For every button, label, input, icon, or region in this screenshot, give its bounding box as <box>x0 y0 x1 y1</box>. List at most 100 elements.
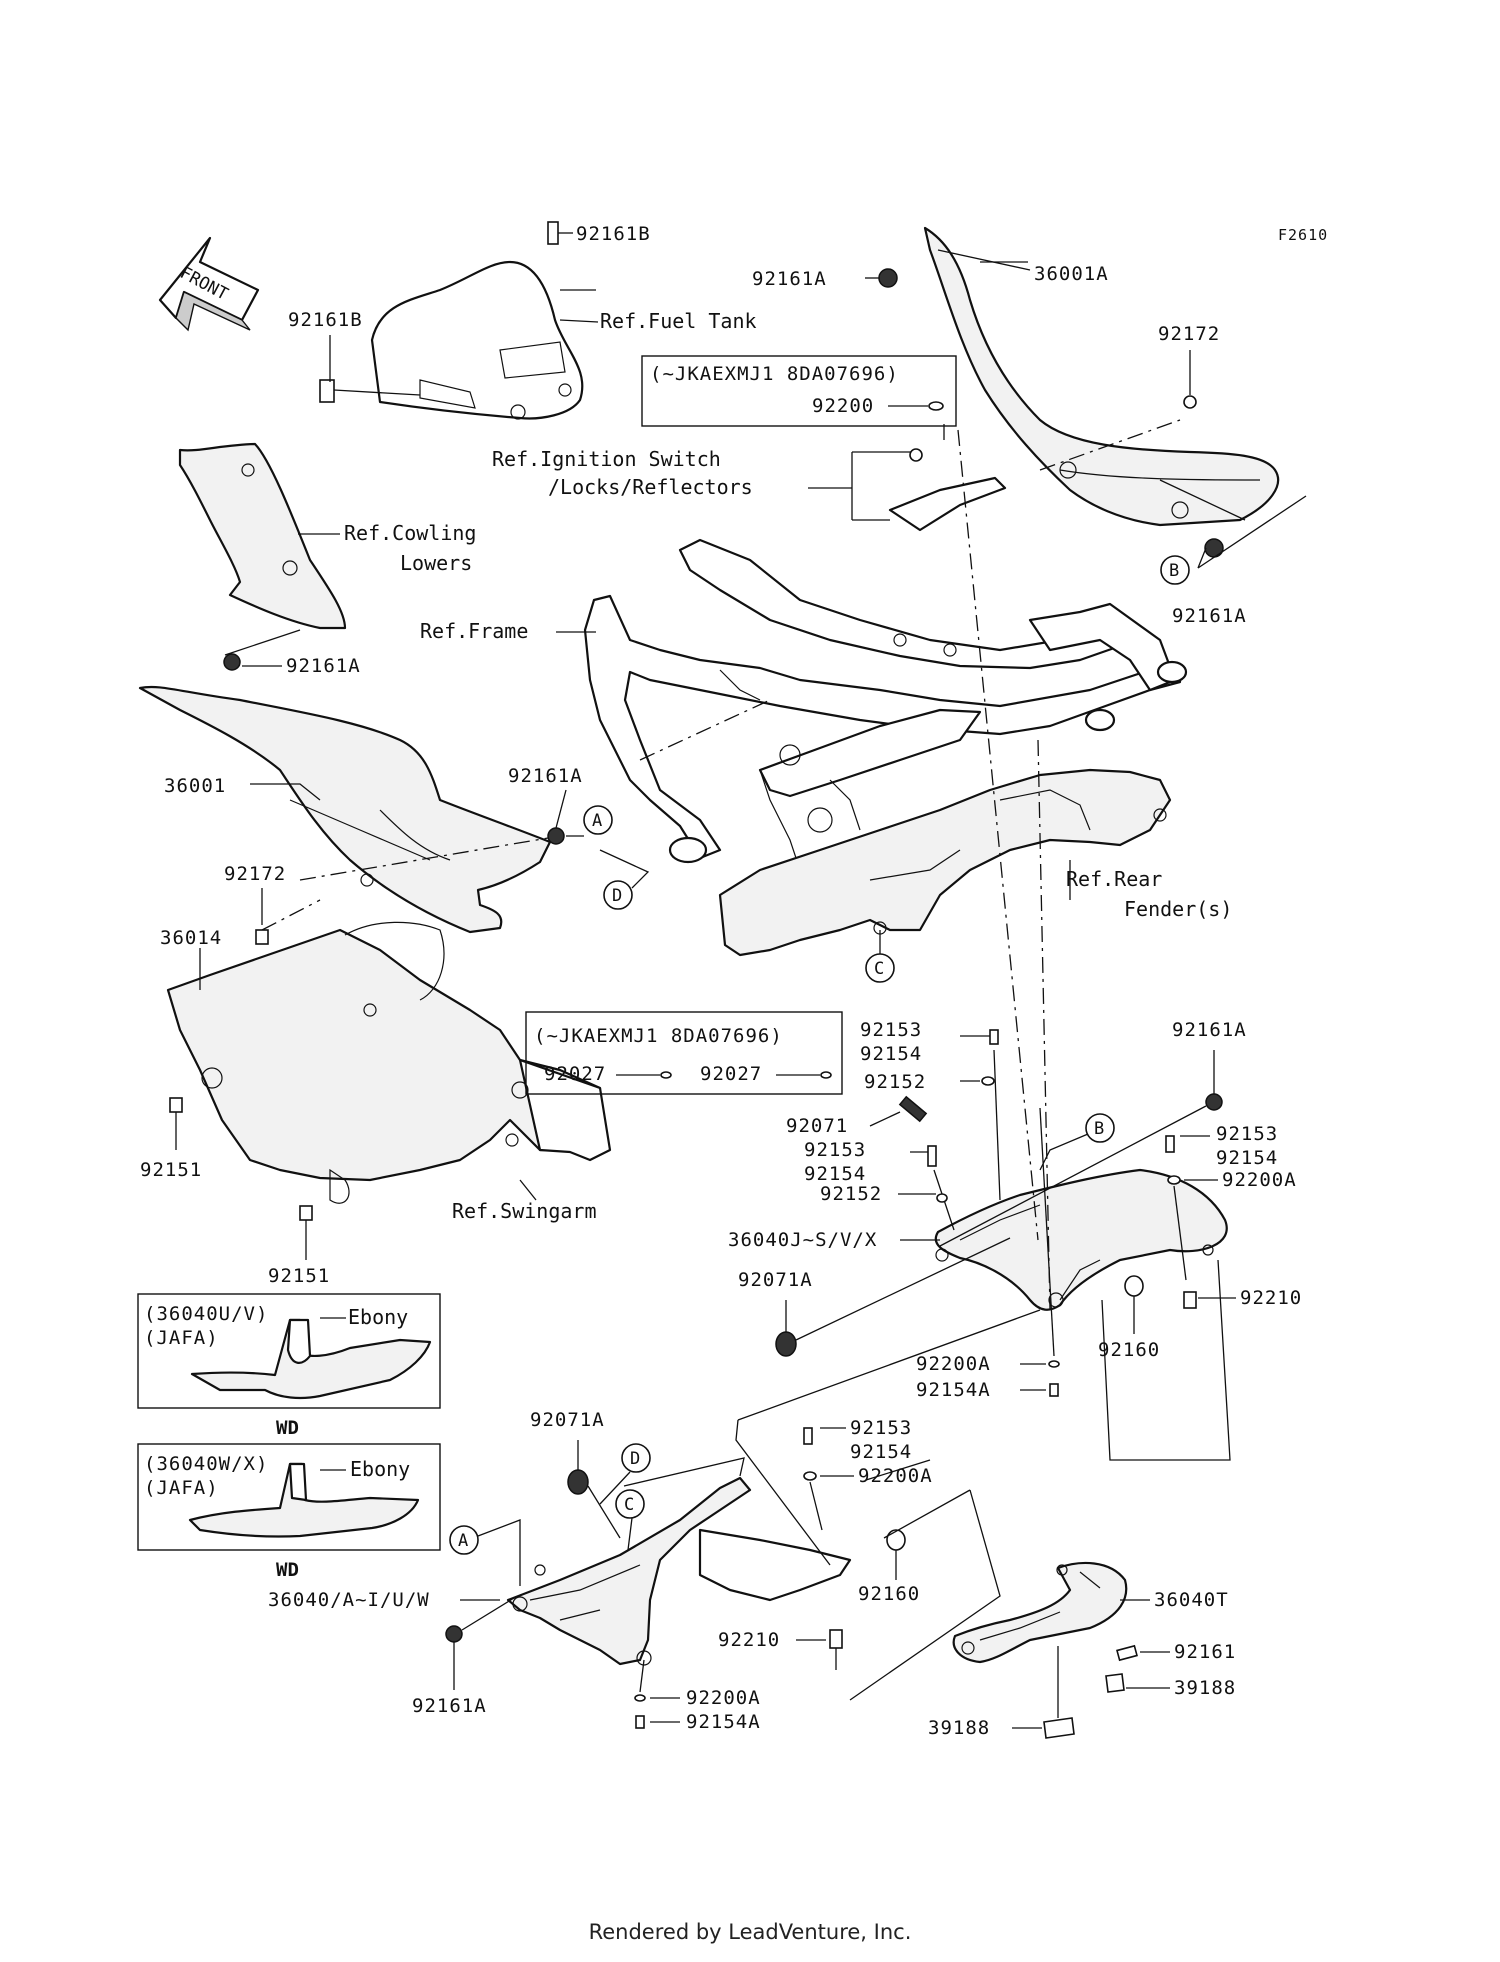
variant-1-cover <box>190 1318 432 1400</box>
part-36001A <box>923 226 1280 527</box>
label-92152-a: 92152 <box>864 1071 926 1093</box>
label-92071A-right: 92071A <box>738 1269 813 1291</box>
label-92161A-right: 92161A <box>1172 605 1247 627</box>
label-92153-c: 92153 <box>1216 1123 1278 1145</box>
label-92200A-lower: 92200A <box>858 1465 933 1487</box>
label-92160-lower: 92160 <box>858 1583 920 1605</box>
variant-box-2 <box>137 1443 441 1551</box>
callout-B-top: B <box>1169 561 1179 581</box>
variant-box-1 <box>137 1293 441 1409</box>
grommet-92071A-left <box>567 1469 589 1495</box>
label-92161A-far-right: 92161A <box>1172 1019 1247 1041</box>
grommet-92161A-top <box>878 268 898 288</box>
grommet-92161A-bottom <box>445 1625 463 1643</box>
serial-box-2-serial: (~JKAEXMJ1 8DA07696) <box>534 1025 783 1047</box>
label-36040-A-I-U-W: 36040/A~I/U/W <box>268 1589 430 1611</box>
callout-B-bottom: B <box>1094 1119 1104 1139</box>
callout-D-bottom: D <box>630 1449 640 1469</box>
serial-box-1-part: 92200 <box>812 395 874 417</box>
label-92154A-bottom: 92154A <box>686 1711 761 1733</box>
ignition-bracket-ref <box>888 448 1007 532</box>
callout-D-top: D <box>612 886 622 906</box>
footer-credit: Rendered by LeadVenture, Inc. <box>588 1920 912 1944</box>
label-36001A: 36001A <box>1034 263 1109 285</box>
label-92172-top: 92172 <box>1158 323 1220 345</box>
ref-cowling-line1: Ref.Cowling <box>344 521 476 545</box>
label-92071: 92071 <box>786 1115 848 1137</box>
label-92200A-right: 92200A <box>1222 1169 1297 1191</box>
serial-box-1-serial: (~JKAEXMJ1 8DA07696) <box>650 363 899 385</box>
part-36040J-S-V-X <box>934 1168 1228 1311</box>
label-36040J-S-V-X: 36040J~S/V/X <box>728 1229 877 1251</box>
label-92172-left: 92172 <box>224 863 286 885</box>
part-36040T <box>952 1562 1128 1664</box>
callout-C-top: C <box>874 959 884 979</box>
label-92151-left: 92151 <box>140 1159 202 1181</box>
label-92161A-bottom: 92161A <box>412 1695 487 1717</box>
ref-cowling-line2: Lowers <box>400 551 472 575</box>
label-92161: 92161 <box>1174 1641 1236 1663</box>
label-92161A-left: 92161A <box>286 655 361 677</box>
label-92161A-top: 92161A <box>752 268 827 290</box>
bolt-92071 <box>898 1095 928 1123</box>
label-92154-d: 92154 <box>850 1441 912 1463</box>
label-36040T: 36040T <box>1154 1589 1229 1611</box>
variant-2-cover <box>188 1462 420 1538</box>
part-36001 <box>138 685 552 934</box>
front-arrow-icon: FRONT <box>158 236 260 332</box>
grommet-92161A-left <box>223 653 241 671</box>
label-92154A-mid: 92154A <box>916 1379 991 1401</box>
ref-ignition-line2: /Locks/Reflectors <box>548 475 753 499</box>
label-39188-right: 39188 <box>1174 1677 1236 1699</box>
label-92161B-left: 92161B <box>288 309 363 331</box>
callout-A-top: A <box>592 811 602 831</box>
ref-fuel-tank-label: Ref.Fuel Tank <box>600 309 757 333</box>
ref-rear-fender-line2: Fender(s) <box>1124 897 1232 921</box>
fuel-tank-ref <box>319 221 584 420</box>
serial-box-2-part-b: 92027 <box>700 1063 762 1085</box>
label-92151-bottom: 92151 <box>268 1265 330 1287</box>
grommet-92161A-right <box>1204 538 1224 558</box>
cowling-lowers-ref <box>178 442 347 630</box>
variant-box-2-market: (JAFA) <box>144 1477 219 1499</box>
label-92154-a: 92154 <box>860 1043 922 1065</box>
callout-A-bottom: A <box>458 1531 468 1551</box>
serial-box-1 <box>641 355 957 427</box>
label-92071A-left: 92071A <box>530 1409 605 1431</box>
label-92154-b: 92154 <box>804 1163 866 1185</box>
variant-box-1-caption: WD <box>276 1417 299 1439</box>
figure-code: F2610 <box>1278 226 1328 244</box>
variant-box-1-market: (JAFA) <box>144 1327 219 1349</box>
variant-box-1-models: (36040U/V) <box>144 1303 268 1325</box>
grommet-92071A-right <box>775 1331 797 1357</box>
label-36001: 36001 <box>164 775 226 797</box>
rear-fender-ref <box>718 768 1172 957</box>
label-36014: 36014 <box>160 927 222 949</box>
label-92160-right: 92160 <box>1098 1339 1160 1361</box>
ref-rear-fender-line1: Ref.Rear <box>1066 867 1162 891</box>
label-92161B-top: 92161B <box>576 223 651 245</box>
part-36014 <box>166 921 612 1182</box>
ref-swingarm-label: Ref.Swingarm <box>452 1199 597 1223</box>
variant-box-1-color: Ebony <box>348 1305 408 1329</box>
label-92161A-mid: 92161A <box>508 765 583 787</box>
label-92154-c: 92154 <box>1216 1147 1278 1169</box>
label-92210-right: 92210 <box>1240 1287 1302 1309</box>
label-92153-a: 92153 <box>860 1019 922 1041</box>
part-36040-A-I-U-W <box>506 1476 852 1666</box>
serial-box-2 <box>525 1011 843 1095</box>
label-39188-left: 39188 <box>928 1717 990 1739</box>
callout-C-bottom: C <box>624 1495 634 1515</box>
variant-box-2-models: (36040W/X) <box>144 1453 268 1475</box>
ref-ignition-line1: Ref.Ignition Switch <box>492 447 721 471</box>
serial-box-2-part-a: 92027 <box>544 1063 606 1085</box>
label-92210-lower: 92210 <box>718 1629 780 1651</box>
variant-box-2-color: Ebony <box>350 1457 410 1481</box>
frame-ref <box>583 538 1188 871</box>
label-92200A-bottom: 92200A <box>686 1687 761 1709</box>
ref-frame-label: Ref.Frame <box>420 619 528 643</box>
label-92153-d: 92153 <box>850 1417 912 1439</box>
label-92153-b: 92153 <box>804 1139 866 1161</box>
label-92200A-mid: 92200A <box>916 1353 991 1375</box>
